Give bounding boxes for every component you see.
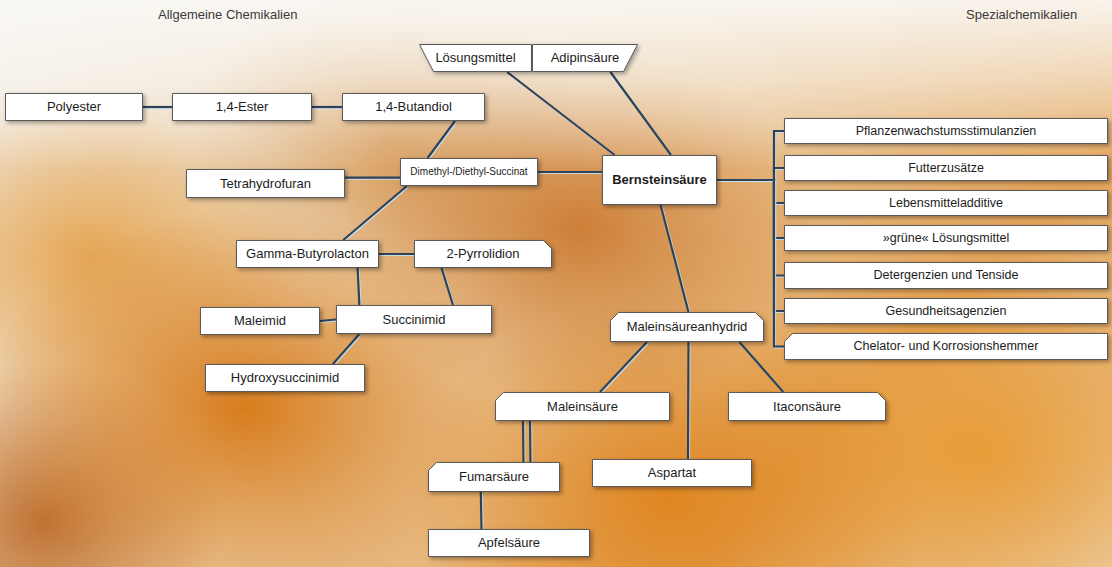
node-label: Lösungsmittel <box>435 50 515 66</box>
product-box: 1,4-Butandiol <box>342 93 485 121</box>
product-box: Lösungsmittel <box>419 44 532 72</box>
application-box: Chelator- und Korrosionshemmer <box>784 333 1108 360</box>
node-label: Dimethyl-/Diethyl-Succinat <box>410 166 527 178</box>
connector-line <box>345 177 400 179</box>
node-label: Aspartat <box>648 465 696 481</box>
product-box: Apfelsäure <box>428 529 590 557</box>
node-label: Maleimid <box>234 313 286 329</box>
product-box: Polyester <box>5 93 143 121</box>
application-box: Detergenzien und Tenside <box>784 262 1108 289</box>
connector-line <box>312 106 342 108</box>
node-label: 2-Pyrrolidion <box>447 246 520 262</box>
node-label: Tetrahydrofuran <box>220 176 311 192</box>
product-box: 2-Pyrrolidion <box>414 240 552 268</box>
connector-line <box>442 268 453 305</box>
node-label: Gesundheitsagenzien <box>886 304 1007 319</box>
node-label: Fumarsäure <box>459 469 529 485</box>
main-compound-box: Bernsteinsäure <box>602 155 717 205</box>
connector-line <box>480 492 483 529</box>
node-label: Itaconsäure <box>773 399 841 415</box>
connector-line <box>333 334 359 364</box>
application-box: »grüne« Lösungsmittel <box>784 225 1108 251</box>
connector-line <box>523 421 530 462</box>
connector-line <box>739 342 783 392</box>
product-box: Maleimid <box>200 307 320 335</box>
product-box: Itaconsäure <box>728 392 886 421</box>
node-label: Apfelsäure <box>478 535 540 551</box>
node-label: Polyester <box>47 99 101 115</box>
node-label: 1,4-Butandiol <box>375 99 452 115</box>
connector-line <box>661 205 689 312</box>
node-label: Maleinsäure <box>547 399 618 415</box>
node-label: Maleinsäureanhydrid <box>627 319 748 335</box>
section-heading: Spezialchemikalien <box>966 7 1077 22</box>
node-label: Adipinsäure <box>551 50 620 66</box>
connector-line <box>343 186 407 240</box>
node-label: Gamma-Butyrolacton <box>246 246 369 262</box>
product-box: Adipinsäure <box>532 44 638 72</box>
connector-line <box>687 342 690 459</box>
node-label: Pflanzenwachstumsstimulanzien <box>856 124 1037 139</box>
application-box: Lebensmitteladditive <box>784 190 1108 216</box>
node-label: Hydroxysuccinimid <box>231 370 339 386</box>
node-label: 1,4-Ester <box>216 99 269 115</box>
product-box: Succinimid <box>336 305 492 334</box>
connector-line <box>538 171 602 173</box>
connector-line <box>610 72 671 155</box>
section-heading: Allgemeine Chemikalien <box>158 7 297 22</box>
connector-line <box>600 342 647 392</box>
node-label: Futterzusätze <box>908 161 984 176</box>
application-box: Futterzusätze <box>784 155 1108 181</box>
node-label: Bernsteinsäure <box>612 172 707 188</box>
product-box: Gamma-Butyrolacton <box>236 240 379 268</box>
connector-line <box>320 320 336 322</box>
application-box: Gesundheitsagenzien <box>784 298 1108 324</box>
connector-line <box>428 121 455 158</box>
application-box: Pflanzenwachstumsstimulanzien <box>784 118 1108 144</box>
connector-line <box>379 253 414 255</box>
node-label: Lebensmitteladditive <box>889 196 1003 211</box>
node-label: Detergenzien und Tenside <box>873 268 1018 283</box>
product-box: Tetrahydrofuran <box>186 169 345 198</box>
product-box: Aspartat <box>592 459 752 487</box>
connector-line <box>358 268 360 305</box>
connector-line <box>143 106 172 108</box>
product-box: Fumarsäure <box>428 462 560 492</box>
product-box: 1,4-Ester <box>172 93 312 121</box>
node-label: »grüne« Lösungsmittel <box>883 231 1009 246</box>
product-box: Maleinsäure <box>495 392 670 421</box>
node-label: Chelator- und Korrosionshemmer <box>854 339 1039 354</box>
product-box: Dimethyl-/Diethyl-Succinat <box>400 158 538 186</box>
connector-line <box>717 168 784 180</box>
product-box: Maleinsäureanhydrid <box>610 312 764 342</box>
product-box: Hydroxysuccinimid <box>205 364 365 392</box>
connector-line <box>717 131 784 180</box>
node-label: Succinimid <box>383 312 446 328</box>
connector-line <box>507 72 614 155</box>
